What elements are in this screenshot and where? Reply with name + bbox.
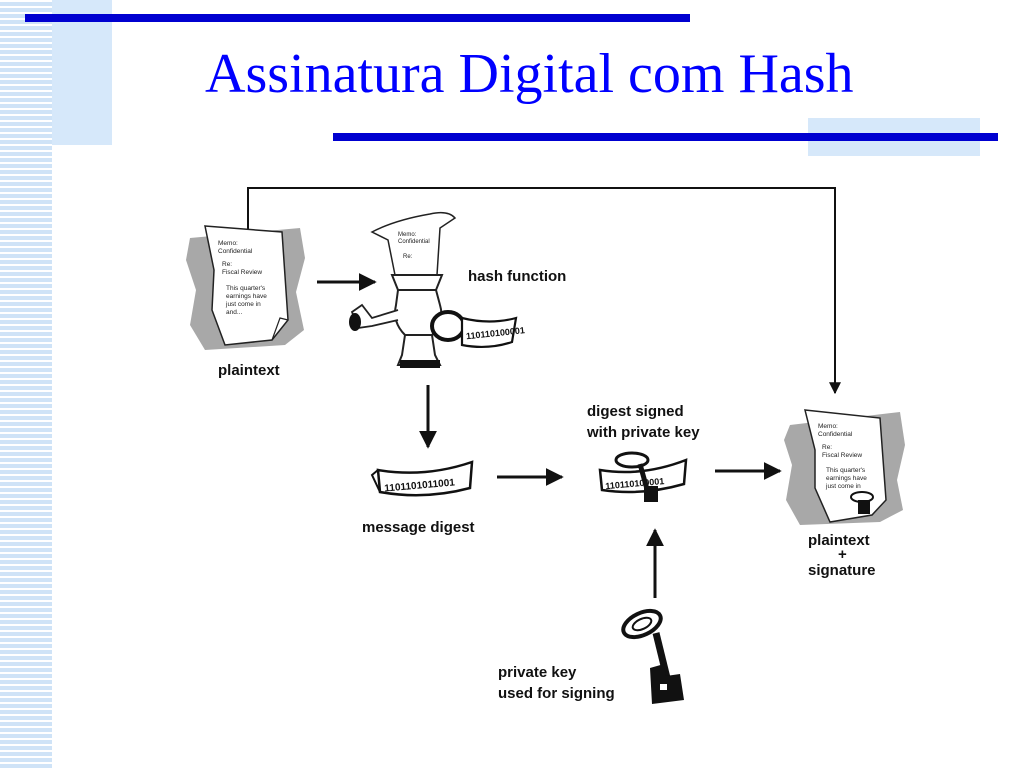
doc-re-text: Re:	[222, 261, 232, 268]
hash-grinder-icon: Memo: Confidential Re: 110110100001	[349, 213, 525, 368]
document-icon: Memo: Confidential Re: Fiscal Review Thi…	[186, 226, 305, 350]
doc-fiscal-text: Fiscal Review	[222, 269, 262, 276]
signed-doc-memo-text: Memo:	[818, 423, 838, 430]
private-key-icon	[619, 606, 684, 704]
doc-memo-text: Memo:	[218, 240, 238, 247]
label-private-key-2: used for signing	[498, 685, 615, 703]
label-private-key-1: private key	[498, 664, 576, 682]
signed-doc-body2-text: earnings have	[826, 475, 867, 482]
signed-doc-body3-text: just come in	[825, 483, 861, 490]
label-plaintext-signature-2: signature	[808, 562, 876, 580]
signed-document-icon: Memo: Confidential Re: Fiscal Review Thi…	[784, 410, 905, 525]
signed-doc-confidential-text: Confidential	[818, 431, 853, 438]
doc-confidential-text: Confidential	[218, 248, 253, 255]
signed-doc-fiscal-text: Fiscal Review	[822, 452, 862, 459]
plaintext-passthrough-line	[248, 188, 835, 393]
grinder-re-text: Re:	[403, 254, 413, 260]
label-digest-signed-1: digest signed	[587, 403, 684, 421]
doc-body4-text: and...	[226, 309, 242, 316]
doc-body2-text: earnings have	[226, 293, 267, 300]
label-hash-function: hash function	[468, 268, 566, 286]
doc-body3-text: just come in	[225, 301, 261, 308]
label-plaintext: plaintext	[218, 362, 280, 380]
label-digest-signed-2: with private key	[587, 424, 700, 442]
signed-digest-icon: 110110100001	[600, 453, 686, 502]
grinder-memo-text: Memo:	[398, 232, 417, 238]
signed-doc-re-text: Re:	[822, 444, 832, 451]
doc-body1-text: This quarter's	[226, 285, 266, 292]
grinder-confidential-text: Confidential	[398, 239, 430, 245]
label-message-digest: message digest	[362, 519, 475, 537]
digest-ribbon-icon: 1101101011001	[372, 462, 472, 495]
signed-doc-body1-text: This quarter's	[826, 467, 866, 474]
